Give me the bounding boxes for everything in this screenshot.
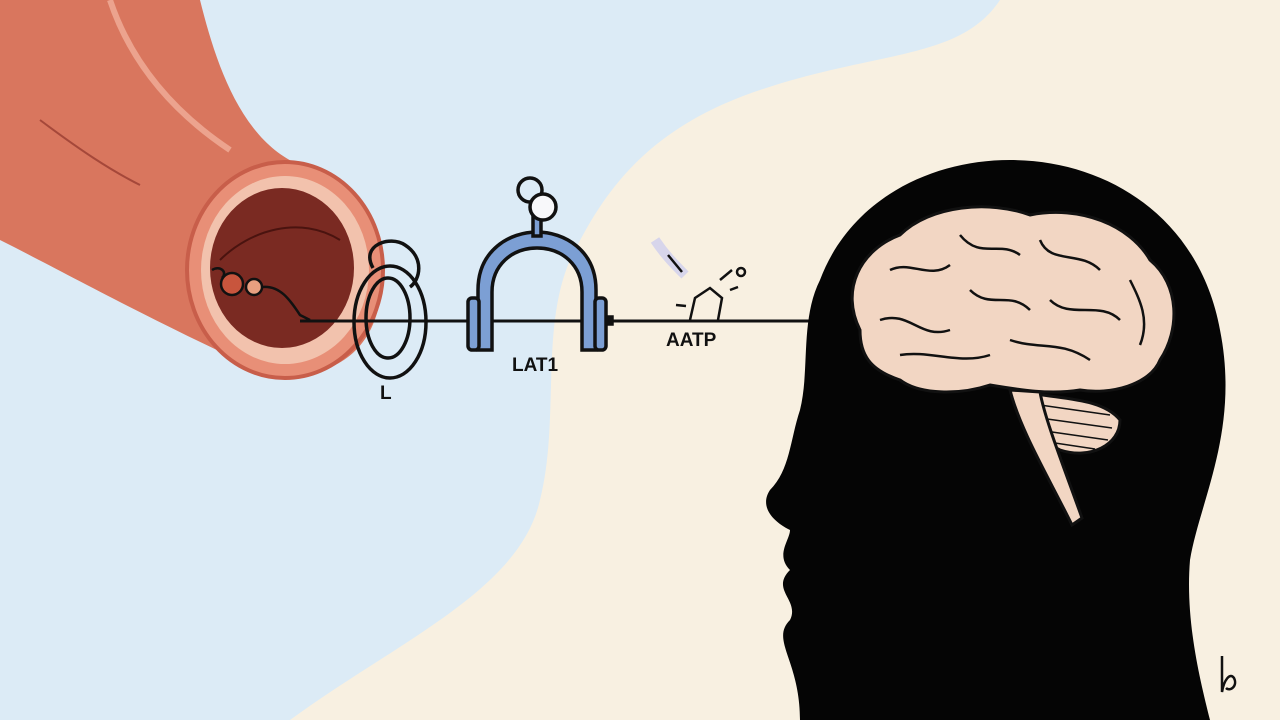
lat1-transporter xyxy=(466,176,614,352)
ligand-label: L xyxy=(380,383,392,404)
ligand-l-symbol xyxy=(352,239,428,380)
aatp-symbol xyxy=(650,237,747,321)
lat1-label: LAT1 xyxy=(512,355,559,376)
amino-acid-molecule xyxy=(211,267,311,322)
brain xyxy=(850,205,1176,528)
blood-vessel xyxy=(0,0,385,380)
signature-mark xyxy=(1220,656,1237,693)
aatp-label: AATP xyxy=(666,330,717,351)
